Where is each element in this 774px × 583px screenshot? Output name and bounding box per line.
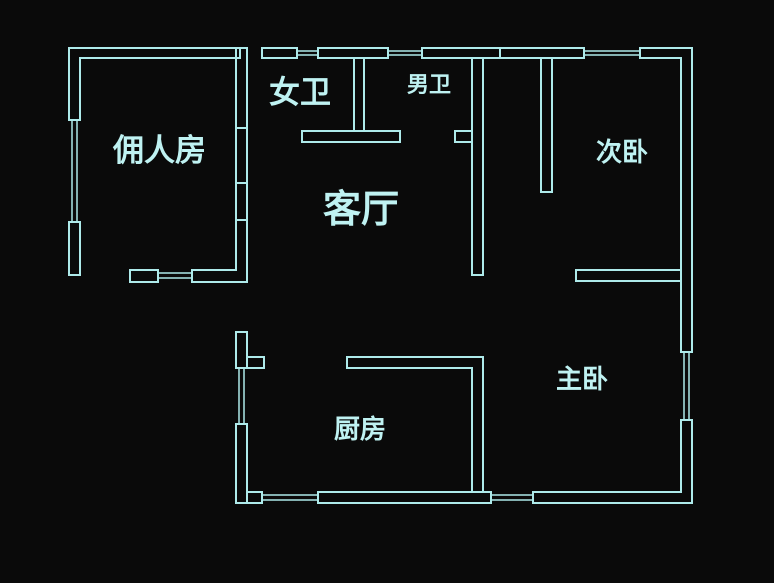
wall-bottom-mid	[317, 491, 492, 504]
wall-servant-bottom-left	[129, 269, 159, 283]
wall-mens-wc-right	[471, 57, 484, 276]
wall-servant-top	[68, 47, 241, 121]
room-label-living-room: 客厅	[323, 187, 400, 231]
window-bottom-right	[491, 494, 533, 501]
wall-bedroom2-left	[540, 57, 553, 193]
wall-kitchen-corner-box	[246, 491, 263, 504]
wall-servant-right-seg-3	[235, 182, 248, 221]
wall-mens-wc-stub	[454, 130, 473, 143]
window-kitchen-left	[238, 368, 245, 424]
window-right	[683, 352, 690, 420]
window-top-2	[388, 50, 422, 56]
wall-top-seg-3	[421, 47, 501, 59]
wall-kitchen-l	[346, 356, 484, 493]
room-label-mens-wc: 男卫	[407, 73, 452, 98]
window-top-1	[297, 50, 318, 56]
wall-wc-counter	[301, 130, 401, 143]
room-label-servant-room: 佣人房	[113, 133, 206, 169]
wall-servant-right-seg-2	[235, 127, 248, 184]
window-top-3	[584, 50, 640, 56]
room-label-womens-wc: 女卫	[269, 75, 331, 111]
window-servant-bottom	[158, 272, 192, 279]
wall-top-seg-2	[317, 47, 389, 59]
wall-servant-left-lower	[68, 221, 81, 276]
room-label-master-bedroom: 主卧	[556, 365, 609, 395]
wall-top-seg-1	[261, 47, 298, 59]
room-label-kitchen: 厨房	[334, 415, 387, 445]
room-label-second-bedroom: 次卧	[596, 138, 649, 168]
exterior-walls	[68, 47, 693, 504]
wall-bedroom2-bottom	[575, 269, 682, 282]
window-servant-left	[71, 120, 78, 222]
wall-kitchen-left-stub	[246, 356, 265, 369]
wall-servant-right-bottom	[191, 219, 248, 283]
wall-kitchen-left-top	[235, 331, 248, 369]
wall-top-right-corner	[639, 47, 693, 353]
wall-wc-partition	[353, 57, 365, 132]
wall-servant-right-top	[235, 47, 248, 129]
wall-bottom-right	[532, 419, 693, 504]
window-bottom-left	[262, 494, 318, 501]
wall-top-seg-4	[499, 47, 585, 59]
interior-walls	[129, 47, 682, 493]
